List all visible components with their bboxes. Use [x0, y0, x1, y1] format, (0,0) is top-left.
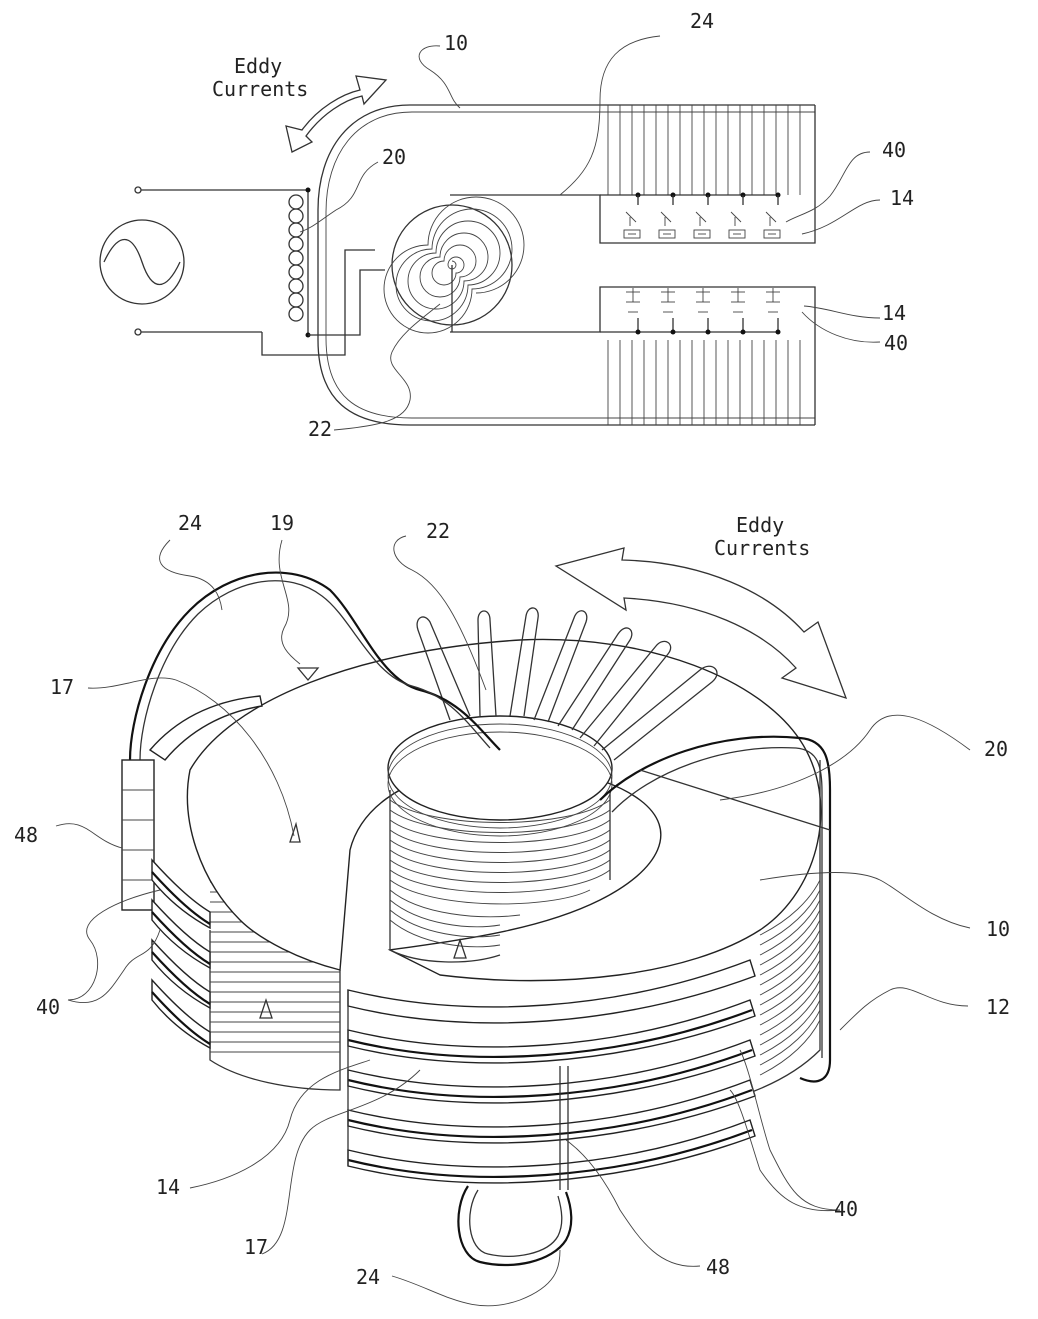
- lamination-lines-right: [759, 879, 821, 1076]
- output-cells-lower: [600, 288, 781, 335]
- ref-label-24-bottom: 24: [356, 1265, 380, 1289]
- output-cell: [766, 288, 781, 335]
- left-output-plates: [148, 695, 263, 1050]
- ref-label-48-bottom: 48: [706, 1255, 730, 1279]
- ref-label-40-top-lower: 40: [884, 331, 908, 355]
- ref-label-22-top: 22: [308, 417, 332, 441]
- front-output-plates: [347, 959, 756, 1184]
- ref-label-19: 19: [270, 511, 294, 535]
- ac-source-symbol: [99, 219, 185, 305]
- eddy-current-arrow-top: [285, 75, 388, 153]
- output-cell: [658, 192, 676, 239]
- ref-label-40-left: 40: [36, 995, 60, 1019]
- ref-label-20-bottom: 20: [984, 737, 1008, 761]
- primary-coil: [288, 194, 304, 322]
- output-cell: [626, 288, 641, 335]
- lamination-stripes-lower: [607, 340, 801, 425]
- output-cell: [763, 192, 781, 239]
- spiral-winding: [383, 196, 525, 334]
- leader-lines-bottom: [55, 535, 971, 1307]
- output-cell: [623, 192, 641, 239]
- ref-label-48-left: 48: [14, 823, 38, 847]
- c-core-outline: [317, 104, 816, 426]
- output-cells-upper: [600, 192, 781, 239]
- output-cell: [693, 192, 711, 239]
- ref-label-40-top-upper: 40: [882, 138, 906, 162]
- winding-turns: [389, 799, 611, 948]
- output-cell: [696, 288, 711, 335]
- ref-label-14-top-lower: 14: [882, 301, 906, 325]
- ref-label-24-bottom-top: 24: [178, 511, 202, 535]
- right-core-stack: [649, 760, 821, 1111]
- ref-label-24-top: 24: [690, 9, 714, 33]
- radial-winding-leads: [416, 607, 718, 761]
- output-wire-24-top: [128, 571, 501, 761]
- ref-label-17-upper: 17: [50, 675, 74, 699]
- ref-label-10-top: 10: [444, 31, 468, 55]
- output-wire-24-bottom: [457, 1185, 573, 1267]
- eddy-current-arrow-bottom: [554, 547, 848, 700]
- ref-label-10-bottom: 10: [986, 917, 1010, 941]
- output-cell: [661, 288, 676, 335]
- bottom-isometric: Eddy Currents 24 19 22 17 20 48 10 40 12…: [14, 511, 1010, 1307]
- eddy-currents-label-line2: Currents: [212, 77, 308, 101]
- input-wires: [134, 186, 385, 356]
- ref-label-17-lower: 17: [244, 1235, 268, 1259]
- eddy-currents-label-line1: Eddy: [234, 54, 282, 78]
- eddy-currents-label-line1-bottom: Eddy: [736, 513, 784, 537]
- ref-label-14-top-upper: 14: [890, 186, 914, 210]
- ref-label-40-right: 40: [834, 1197, 858, 1221]
- bus-bar-48-left: [121, 759, 155, 911]
- ref-label-22-bottom: 22: [426, 519, 450, 543]
- leader-lines-top: [299, 35, 881, 431]
- ref-label-14-bottom: 14: [156, 1175, 180, 1199]
- ref-label-20-top: 20: [382, 145, 406, 169]
- center-post-windings: [387, 715, 613, 963]
- lamination-stripes-upper: [607, 105, 801, 195]
- core-top-surface: [186, 638, 822, 982]
- front-bus-bar-48: [559, 1066, 569, 1190]
- output-cell: [731, 288, 746, 335]
- ref-label-12: 12: [986, 995, 1010, 1019]
- output-cell: [728, 192, 746, 239]
- top-schematic: Eddy Currents 10 24 20 40 14 14 40 22: [99, 9, 914, 441]
- eddy-currents-label-line2-bottom: Currents: [714, 536, 810, 560]
